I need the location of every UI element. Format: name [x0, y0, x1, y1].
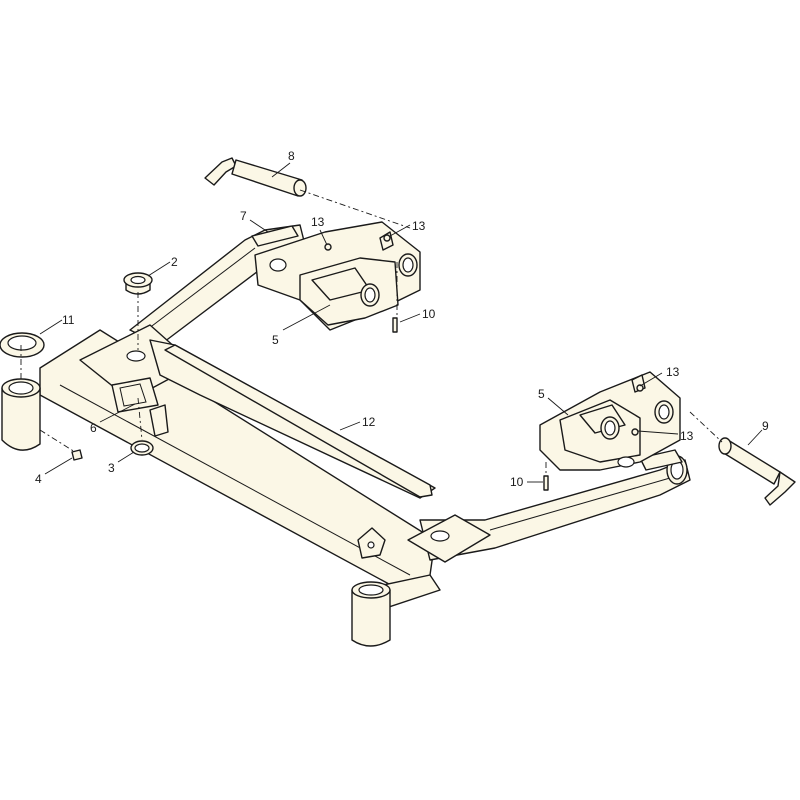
callout-10-lower: 10	[510, 475, 524, 489]
bushing-11	[0, 332, 45, 358]
grease-fitting-4	[71, 449, 83, 461]
pin-10-upper	[392, 317, 398, 333]
callout-13-lower: 13	[680, 429, 694, 443]
callout-13-upper-right: 13	[412, 219, 426, 233]
frame-hole-icon	[126, 350, 146, 362]
callout-13-upper-left: 13	[311, 215, 325, 229]
callout-13-lower-upper: 13	[666, 365, 680, 379]
leader-lines	[39, 162, 763, 483]
callout-11: 11	[62, 313, 75, 327]
callout-5-lower: 5	[538, 387, 545, 401]
callout-7: 7	[240, 209, 247, 223]
callout-8: 8	[288, 149, 295, 163]
callout-9: 9	[762, 419, 769, 433]
callout-10-upper: 10	[422, 307, 436, 321]
pin-10-lower	[543, 475, 549, 491]
left-caster-tube	[1, 378, 41, 451]
callout-labels: 8 7 13 13 2 11 10 5 13 5 12 6 13 9 3 4 1…	[35, 149, 769, 489]
callout-2: 2	[171, 255, 178, 269]
callout-6: 6	[90, 421, 97, 435]
bushing-2	[123, 272, 153, 295]
strip-12	[164, 344, 433, 498]
callout-12: 12	[362, 415, 376, 429]
pin-8	[204, 157, 307, 197]
pin-9	[718, 437, 796, 506]
center-lines	[20, 189, 723, 476]
pivot-bracket-lower	[539, 371, 681, 471]
callout-5-upper: 5	[272, 333, 279, 347]
callout-3: 3	[108, 461, 115, 475]
callout-4: 4	[35, 472, 42, 486]
pivot-bracket-upper	[254, 221, 421, 331]
